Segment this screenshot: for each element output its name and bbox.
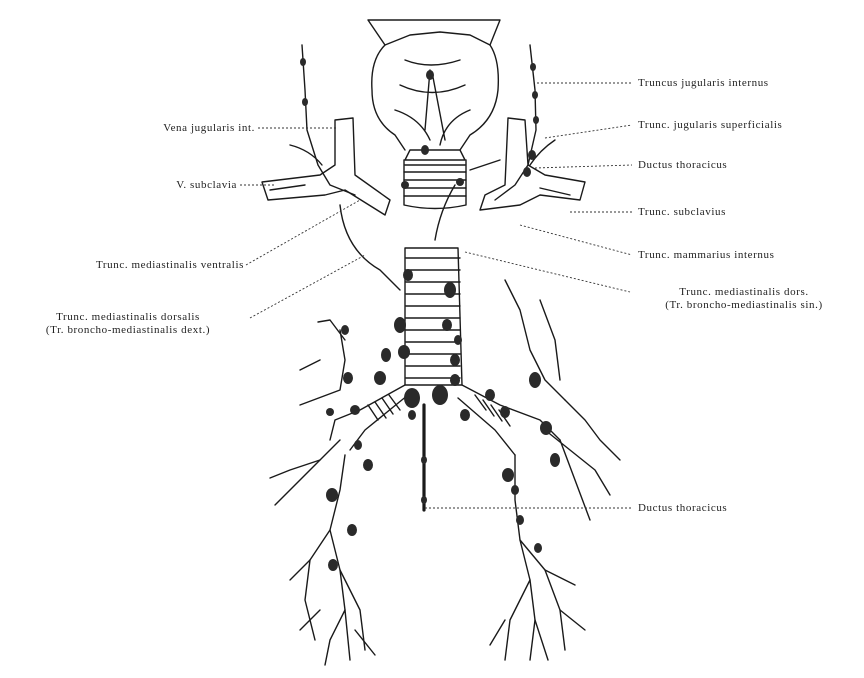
label-v-subclavia: V. subclavia bbox=[100, 179, 237, 192]
label-vena-jugularis-int: Vena jugularis int. bbox=[60, 122, 255, 135]
right-veins bbox=[435, 45, 585, 240]
leader-lines bbox=[240, 83, 632, 508]
label-trunc-mediastinalis-dorsalis: Trunc. mediastinalis dorsalis bbox=[8, 311, 248, 324]
label-trunc-mammarius-internus: Trunc. mammarius internus bbox=[638, 249, 775, 262]
label-ductus-thoracicus-lower: Ductus thoracicus bbox=[638, 502, 727, 515]
label-trunc-subclavius: Trunc. subclavius bbox=[638, 206, 726, 219]
label-tr-broncho-mediastinalis-sin: (Tr. broncho-mediastinalis sin.) bbox=[628, 299, 860, 312]
larynx-thyroid bbox=[368, 20, 500, 209]
left-lung-branches bbox=[270, 320, 375, 665]
label-tr-broncho-mediastinalis-dext: (Tr. broncho-mediastinalis dext.) bbox=[8, 324, 248, 337]
label-trunc-jugularis-superficialis: Trunc. jugularis superficialis bbox=[638, 119, 782, 132]
label-trunc-mediastinalis-dors: Trunc. mediastinalis dors. bbox=[628, 286, 860, 299]
label-truncus-jugularis-internus: Truncus jugularis internus bbox=[638, 77, 769, 90]
left-veins bbox=[262, 45, 400, 290]
label-trunc-mediastinalis-ventralis: Trunc. mediastinalis ventralis bbox=[10, 259, 244, 272]
label-ductus-thoracicus-upper: Ductus thoracicus bbox=[638, 159, 727, 172]
